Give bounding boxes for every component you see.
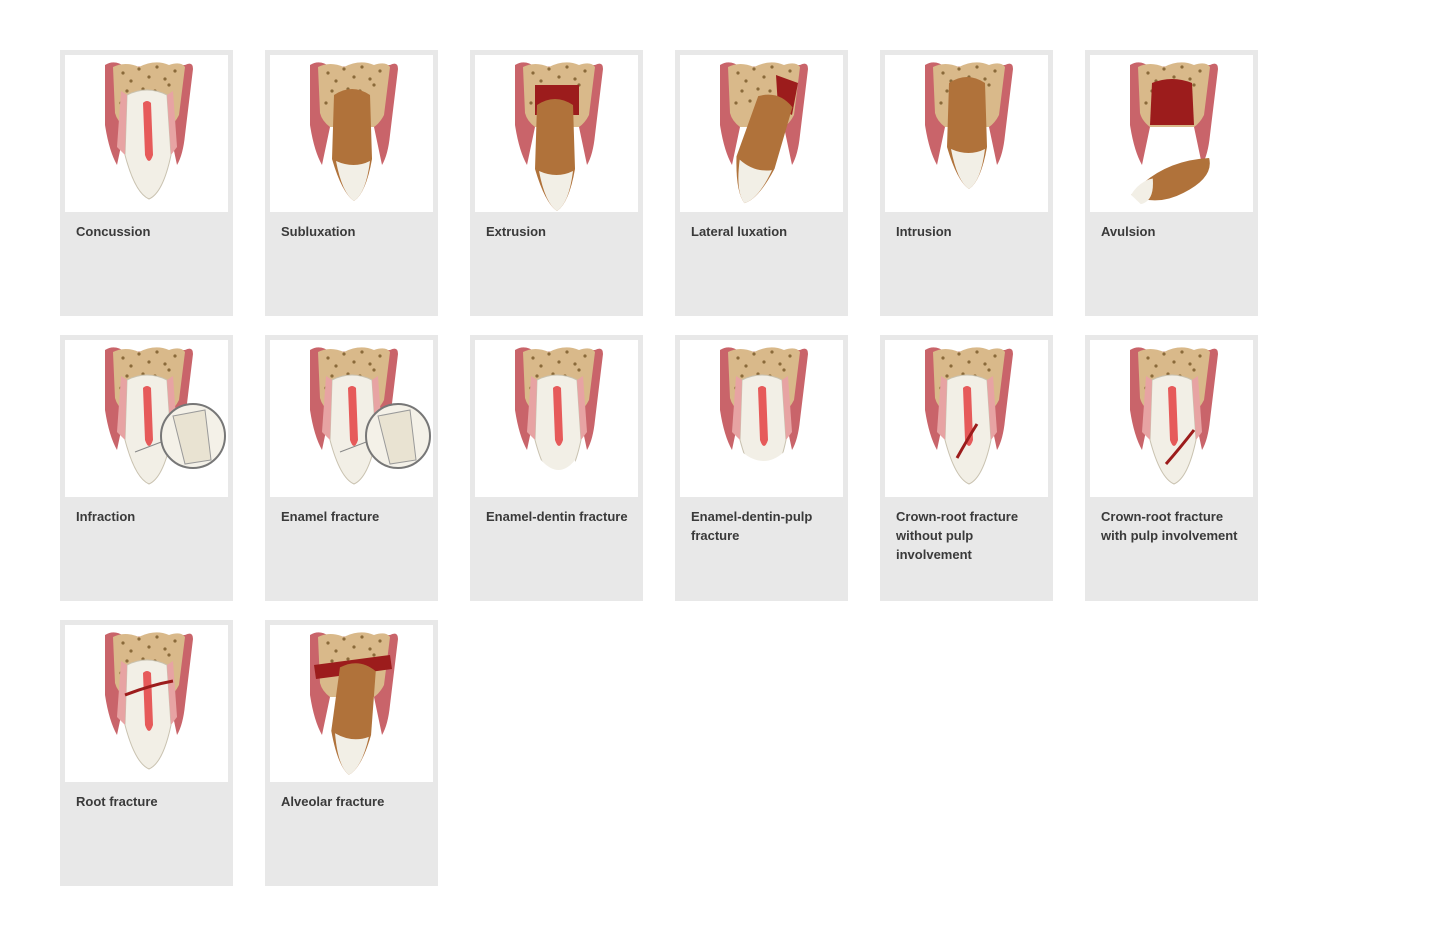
injury-label: Root fracture: [76, 794, 158, 809]
injury-label: Subluxation: [281, 224, 356, 239]
root-fracture-illustration: [65, 625, 228, 782]
injury-label: Extrusion: [486, 224, 546, 239]
injury-label: Enamel-dentin-pulp fracture: [691, 509, 813, 543]
intrusion-illustration: [885, 55, 1048, 212]
injury-card-enamel-dentin-fracture[interactable]: Enamel-dentin fracture: [470, 335, 643, 601]
crown-root-fracture-with-pulp-illustration: [1090, 340, 1253, 497]
injury-label: Concussion: [76, 224, 151, 239]
avulsion-illustration: [1090, 55, 1253, 212]
injury-card-alveolar-fracture[interactable]: Alveolar fracture: [265, 620, 438, 886]
injury-label: Infraction: [76, 509, 136, 524]
injury-grid: Concussion Subluxation Extrusion Lateral…: [60, 50, 1258, 886]
extrusion-illustration: [475, 55, 638, 212]
injury-card-enamel-dentin-pulp-fracture[interactable]: Enamel-dentin-pulp fracture: [675, 335, 848, 601]
injury-card-root-fracture[interactable]: Root fracture: [60, 620, 233, 886]
subluxation-illustration: [270, 55, 433, 212]
injury-label: Intrusion: [896, 224, 952, 239]
enamel-dentin-pulp-fracture-illustration: [680, 340, 843, 497]
injury-card-lateral-luxation[interactable]: Lateral luxation: [675, 50, 848, 316]
injury-label: Enamel-dentin fracture: [486, 509, 628, 524]
injury-label: Crown-root fracture with pulp involvemen…: [1101, 509, 1238, 543]
injury-card-intrusion[interactable]: Intrusion: [880, 50, 1053, 316]
injury-label: Crown-root fracture without pulp involve…: [896, 509, 1019, 562]
injury-card-infraction[interactable]: Infraction: [60, 335, 233, 601]
lateral-luxation-illustration: [680, 55, 843, 212]
injury-card-crown-root-fracture-without-pulp[interactable]: Crown-root fracture without pulp involve…: [880, 335, 1053, 601]
injury-card-extrusion[interactable]: Extrusion: [470, 50, 643, 316]
injury-label: Alveolar fracture: [281, 794, 385, 809]
infraction-illustration: [65, 340, 228, 497]
injury-card-concussion[interactable]: Concussion: [60, 50, 233, 316]
injury-card-enamel-fracture[interactable]: Enamel fracture: [265, 335, 438, 601]
alveolar-fracture-illustration: [270, 625, 433, 782]
injury-label: Avulsion: [1101, 224, 1156, 239]
injury-card-avulsion[interactable]: Avulsion: [1085, 50, 1258, 316]
enamel-dentin-fracture-illustration: [475, 340, 638, 497]
injury-card-crown-root-fracture-with-pulp[interactable]: Crown-root fracture with pulp involvemen…: [1085, 335, 1258, 601]
injury-label: Enamel fracture: [281, 509, 380, 524]
enamel-fracture-illustration: [270, 340, 433, 497]
injury-label: Lateral luxation: [691, 224, 788, 239]
injury-card-subluxation[interactable]: Subluxation: [265, 50, 438, 316]
crown-root-fracture-without-pulp-illustration: [885, 340, 1048, 497]
concussion-illustration: [65, 55, 228, 212]
